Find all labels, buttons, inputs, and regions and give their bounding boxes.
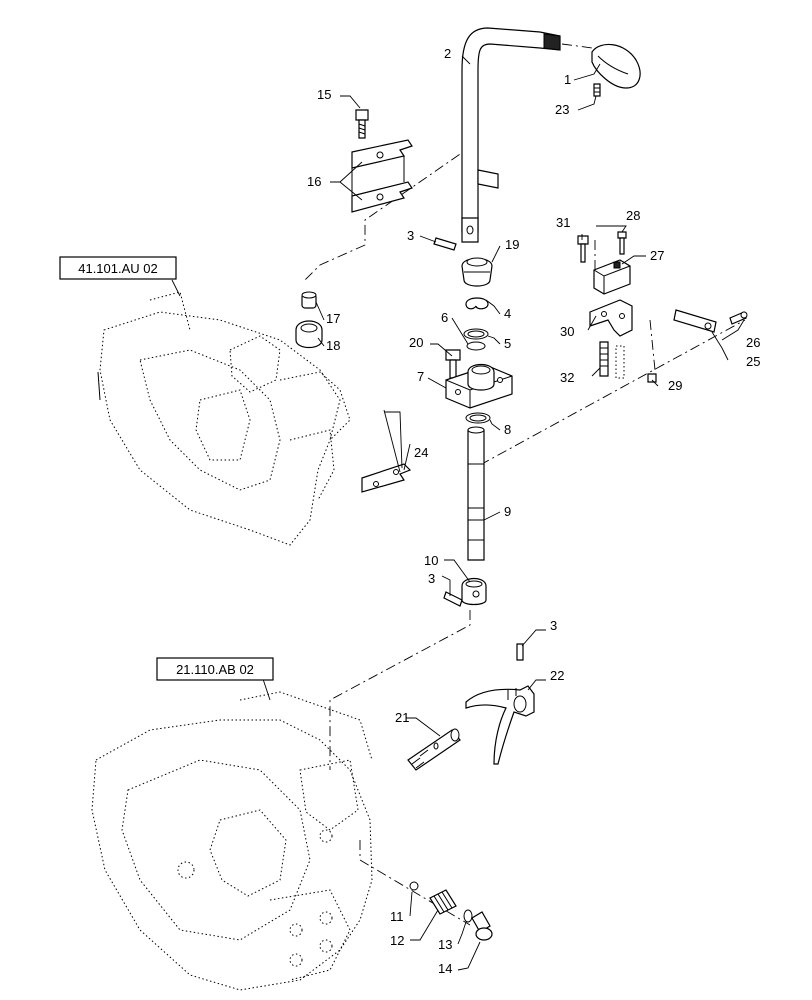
rod-21-part <box>407 728 461 771</box>
callout-4: 4 <box>504 306 511 321</box>
callout-18: 18 <box>326 338 340 353</box>
housing-7-part <box>445 363 513 409</box>
callout-21: 21 <box>395 710 409 725</box>
callout-6: 6 <box>441 310 448 325</box>
bracket-30-part <box>589 299 633 337</box>
spacer-17-part <box>301 291 317 309</box>
callout-28: 28 <box>626 208 640 223</box>
callout-14: 14 <box>438 961 452 976</box>
clip-4-part <box>465 297 489 310</box>
callout-15: 15 <box>317 87 331 102</box>
callout-labels: 1 2 23 15 16 3 19 17 18 6 4 20 5 7 8 24 … <box>307 46 760 976</box>
callout-3-middle: 3 <box>428 571 435 586</box>
o-ring-5-part <box>463 328 489 340</box>
callout-5: 5 <box>504 336 511 351</box>
transmission-housing-upper <box>97 291 351 546</box>
callout-16: 16 <box>307 174 321 189</box>
plug-14-part <box>471 911 493 941</box>
callout-24: 24 <box>414 445 428 460</box>
springs-32-part <box>599 341 625 379</box>
callout-25: 25 <box>746 354 760 369</box>
callout-3-lower: 3 <box>550 618 557 633</box>
fork-22-part <box>465 685 535 765</box>
callout-23: 23 <box>555 102 569 117</box>
shift-lever-part <box>461 27 561 243</box>
bracket-25-part <box>673 309 717 333</box>
washer-13-part <box>463 909 473 923</box>
reference-box-bottom: 21.110.AB 02 <box>156 657 274 681</box>
boot-19-part <box>461 257 493 287</box>
switch-27-part <box>593 259 631 295</box>
callout-17: 17 <box>326 311 340 326</box>
callout-22: 22 <box>550 668 564 683</box>
o-ring-8-part <box>465 412 491 424</box>
spring-12-part <box>429 889 457 915</box>
transmission-housing-lower <box>91 691 373 991</box>
reference-label-bottom: 21.110.AB 02 <box>176 662 254 677</box>
callout-19: 19 <box>505 237 519 252</box>
callout-2: 2 <box>444 46 451 61</box>
screw-26-part <box>729 311 748 325</box>
bracket-24-part <box>361 463 412 493</box>
callout-31: 31 <box>556 215 570 230</box>
callout-7: 7 <box>417 369 424 384</box>
screw-28-part <box>617 231 627 255</box>
callout-27: 27 <box>650 248 664 263</box>
bracket-16-part <box>351 139 413 213</box>
reference-box-top: 41.101.AU 02 <box>59 256 177 280</box>
callout-20: 20 <box>409 335 423 350</box>
callout-10: 10 <box>424 553 438 568</box>
callout-11: 11 <box>390 909 404 924</box>
callout-9: 9 <box>504 504 511 519</box>
screw-31-part <box>577 235 589 263</box>
callout-32: 32 <box>560 370 574 385</box>
collar-10-part <box>461 577 487 606</box>
bolt-20-part <box>445 349 461 379</box>
pin-3c-part <box>516 643 524 661</box>
callout-29: 29 <box>668 378 682 393</box>
bushing-18-part <box>295 320 323 349</box>
washer-6-part <box>466 341 486 351</box>
callout-30: 30 <box>560 324 574 339</box>
knob-screw-part <box>593 83 601 97</box>
leader-lines <box>171 55 745 971</box>
callout-8: 8 <box>504 422 511 437</box>
pin-3b-part <box>443 591 463 607</box>
callout-1: 1 <box>564 72 571 87</box>
callout-26: 26 <box>746 335 760 350</box>
nut-29-part <box>647 373 657 383</box>
callout-13: 13 <box>438 937 452 952</box>
reference-label-top: 41.101.AU 02 <box>78 261 158 276</box>
ball-11-part <box>409 881 419 891</box>
callout-12: 12 <box>390 933 404 948</box>
pin-3a-part <box>433 237 457 251</box>
bolt-15-part <box>355 109 369 139</box>
shaft-9-part <box>467 426 485 561</box>
shift-knob-part <box>591 43 641 89</box>
callout-3-upper: 3 <box>407 228 414 243</box>
